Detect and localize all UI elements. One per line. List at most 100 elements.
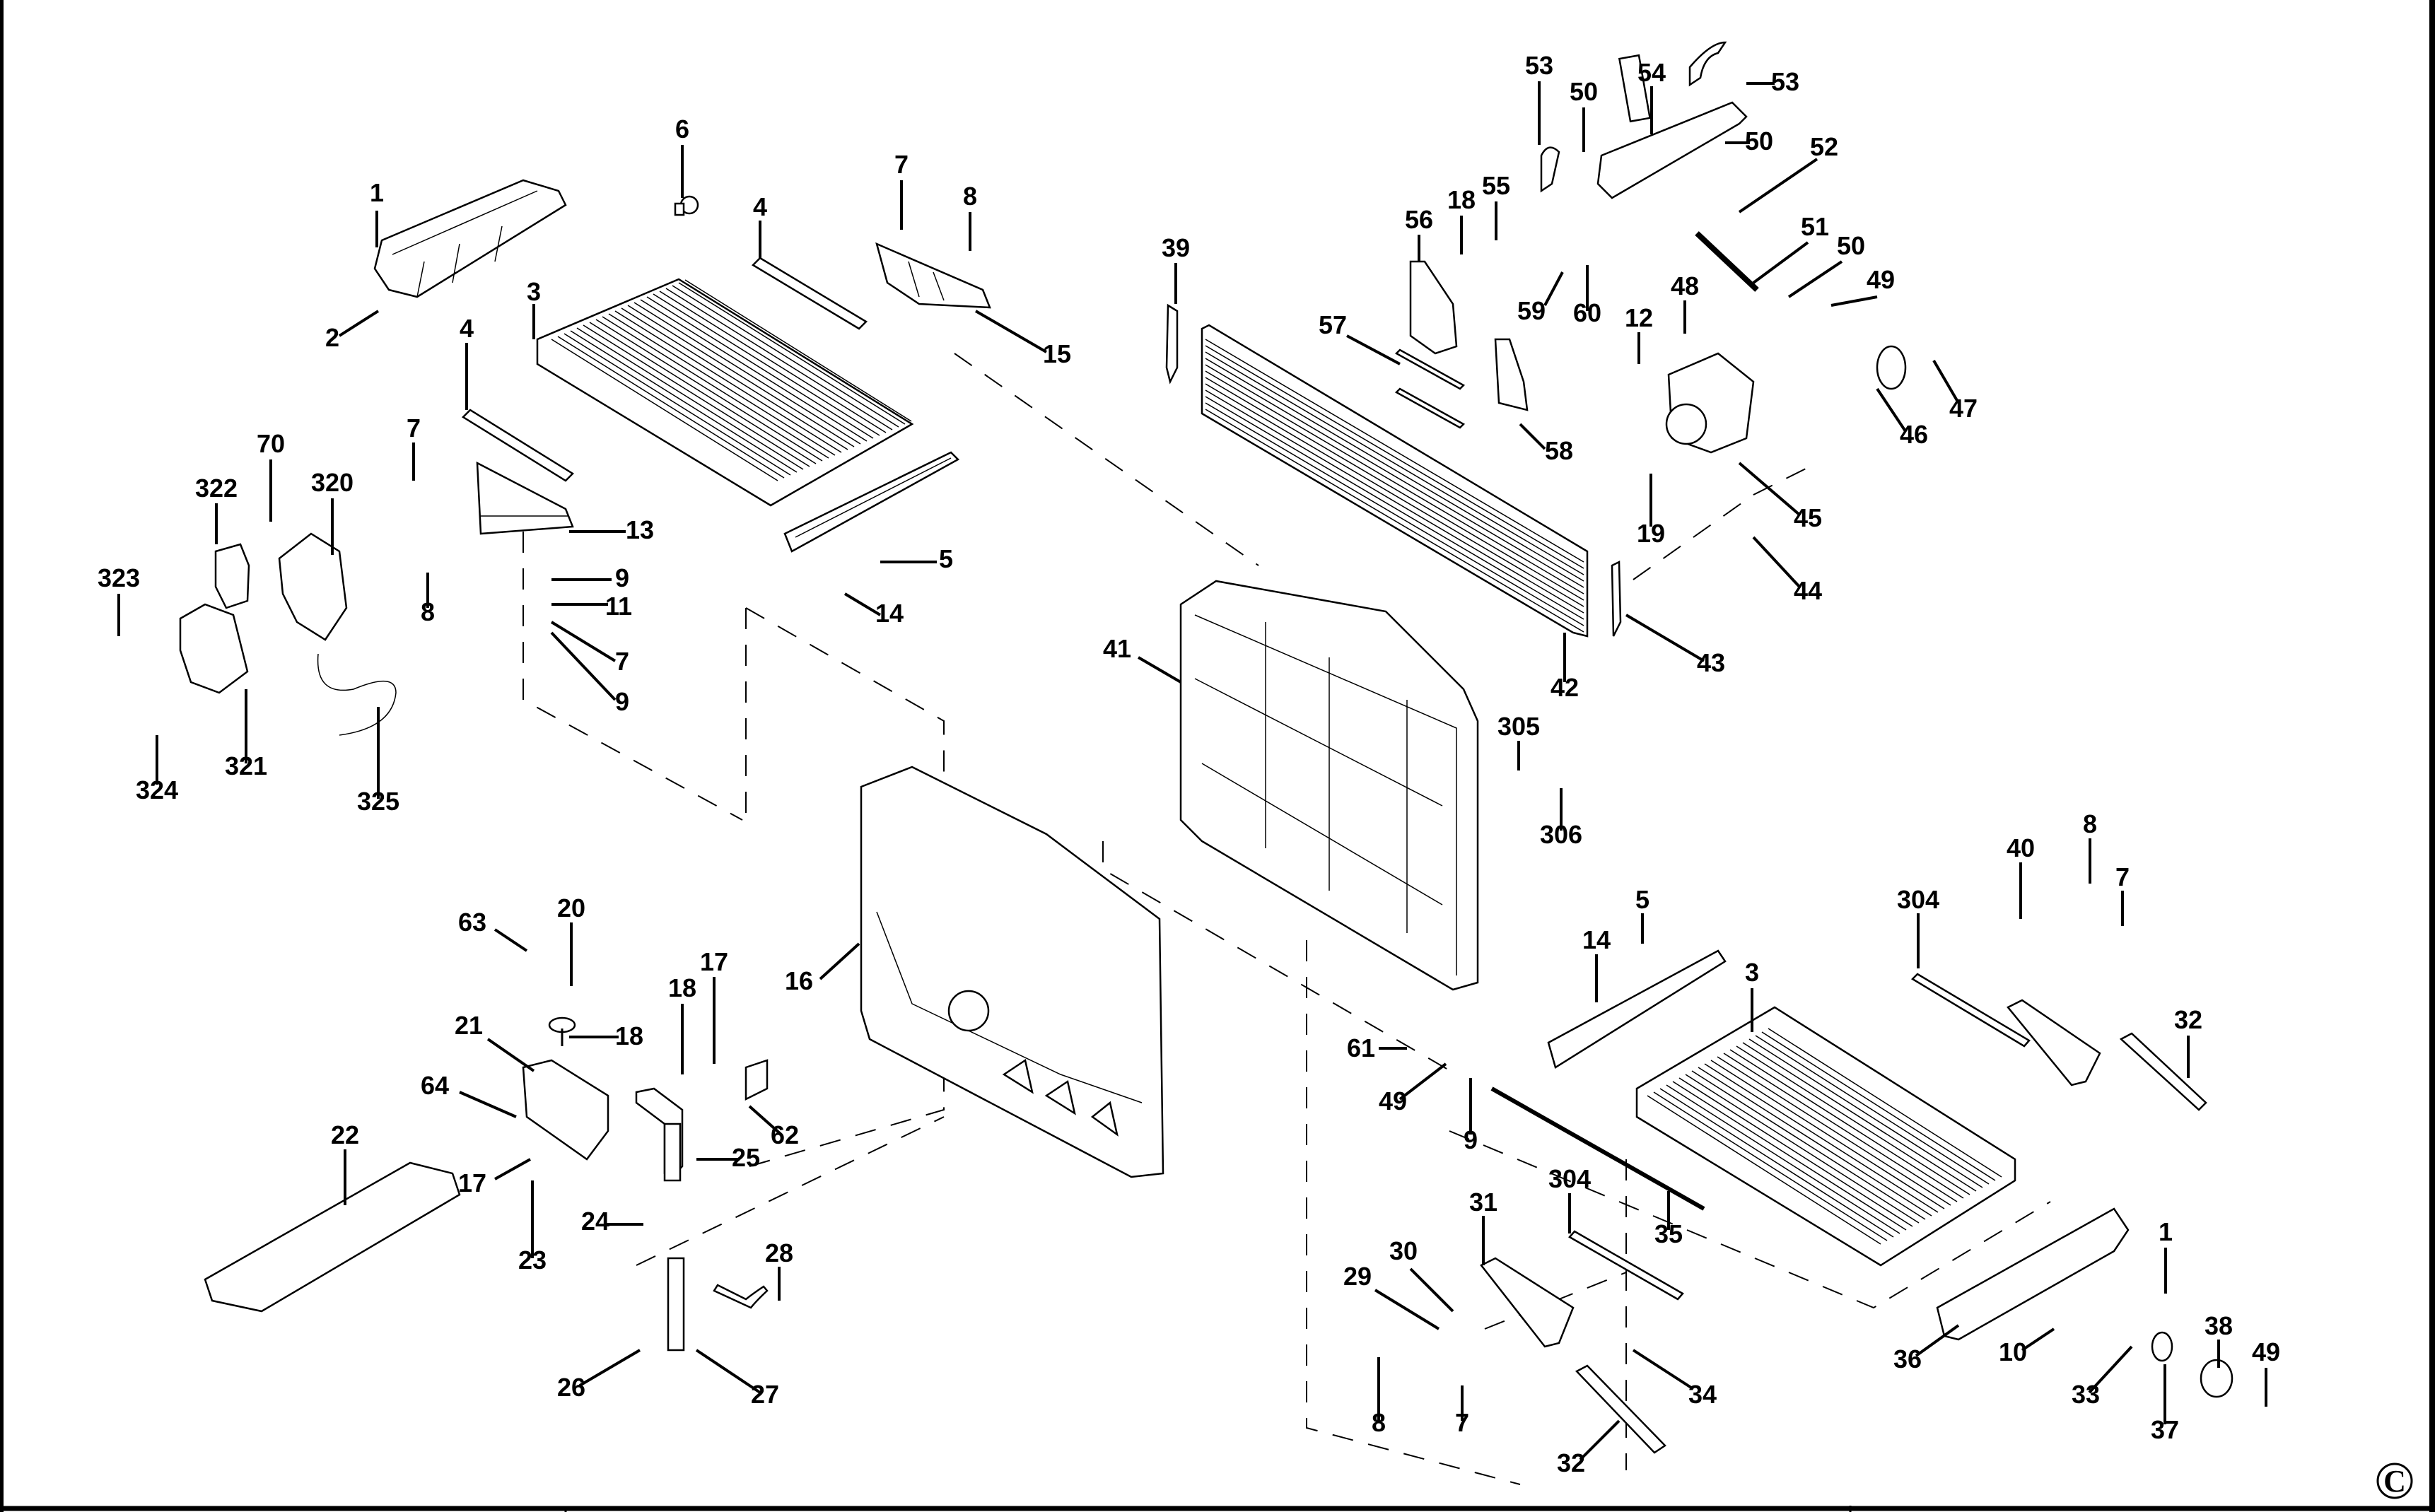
rib-line: [672, 285, 899, 428]
callout-8: 8: [1372, 1357, 1386, 1437]
part-number-label: 306: [1540, 820, 1582, 849]
callout-60: 60: [1573, 265, 1601, 327]
callout-12: 12: [1625, 303, 1653, 364]
callout-58: 58: [1519, 423, 1573, 465]
callout-31: 31: [1469, 1188, 1497, 1265]
rib-line: [1666, 1084, 1900, 1234]
callout-53: 53: [1746, 67, 1799, 96]
part-end-cap-2: [373, 179, 567, 298]
rib-line: [1704, 1063, 1939, 1213]
part-number-label: 15: [1043, 339, 1071, 368]
callout-7: 7: [550, 621, 629, 676]
part-number-label: 7: [615, 647, 629, 676]
part-number-label: 24: [581, 1207, 609, 1236]
part-number-label: 22: [331, 1120, 359, 1149]
rib-line: [1205, 409, 1584, 633]
part-fence-head-45: [1665, 352, 1755, 454]
leader-line: [1632, 1349, 1695, 1390]
callout-322: 322: [195, 474, 238, 544]
part-switch-plate-322: [214, 543, 250, 609]
rib-line: [1205, 396, 1584, 620]
part-number-label: 14: [1582, 925, 1611, 954]
callout-33: 33: [2072, 1345, 2133, 1409]
leader-line: [843, 592, 882, 616]
part-number-label: 32: [1557, 1448, 1585, 1477]
callout-11: 11: [551, 592, 632, 621]
rib-line: [653, 293, 880, 436]
part-number-label: 8: [2083, 809, 2097, 838]
part-number-label: 6: [675, 115, 689, 143]
callout-46: 46: [1876, 387, 1928, 449]
part-number-label: 36: [1893, 1344, 1922, 1373]
part-number-label: 7: [407, 414, 421, 443]
part-number-label: 64: [421, 1071, 449, 1100]
callout-42: 42: [1551, 633, 1579, 702]
part-number-label: 320: [311, 468, 354, 497]
part-strip-57b: [1394, 387, 1466, 429]
part-number-label: 10: [1999, 1337, 2027, 1366]
leader-line: [1752, 241, 1809, 284]
part-number-label: 7: [1455, 1408, 1469, 1437]
callout-26: 26: [557, 1349, 641, 1402]
callout-10: 10: [1999, 1328, 2055, 1366]
part-number-label: 8: [421, 597, 435, 626]
part-number-label: 27: [751, 1380, 779, 1409]
callout-14: 14: [1582, 925, 1611, 1002]
rib-line: [1755, 1035, 1990, 1185]
part-number-label: 5: [939, 544, 953, 573]
leader-line: [1519, 423, 1546, 450]
part-number-label: 3: [527, 277, 541, 306]
rib-line: [614, 310, 842, 453]
rib-line: [627, 305, 855, 447]
leader-line: [494, 928, 528, 952]
part-number-label: 56: [1405, 205, 1433, 234]
part-number-label: 37: [2151, 1415, 2179, 1444]
callout-32: 32: [2174, 1005, 2202, 1078]
callout-9: 9: [1464, 1078, 1478, 1154]
callout-59: 59: [1517, 271, 1564, 325]
callout-29: 29: [1343, 1262, 1440, 1330]
part-number-label: 18: [668, 973, 696, 1002]
callout-50: 50: [1570, 77, 1598, 152]
part-number-label: 17: [700, 947, 728, 976]
rib-line: [1653, 1091, 1888, 1241]
part-bracket-31: [1480, 1257, 1575, 1348]
leader-line: [578, 1349, 641, 1387]
rib-line: [621, 307, 848, 450]
part-number-label: 25: [732, 1143, 760, 1172]
part-rod-51: [1695, 231, 1759, 292]
part-number-label: 54: [1637, 58, 1666, 87]
part-number-label: 1: [370, 178, 384, 207]
copyright-mark: C: [2376, 1463, 2413, 1499]
leader-line: [1409, 1267, 1454, 1313]
rib-line: [608, 313, 836, 456]
rib-line: [640, 299, 868, 442]
part-rail-4a: [751, 257, 868, 330]
callout-57: 57: [1319, 310, 1401, 365]
part-number-label: 44: [1794, 576, 1822, 605]
callout-41: 41: [1103, 634, 1182, 684]
rib-line: [589, 322, 817, 464]
callout-14: 14: [843, 592, 904, 628]
callout-16: 16: [785, 942, 860, 995]
part-number-label: 26: [557, 1373, 585, 1402]
part-side-panel-16: [860, 766, 1164, 1178]
part-number-label: 33: [2072, 1380, 2100, 1409]
rib-line: [1736, 1045, 1970, 1195]
part-number-label: 42: [1551, 673, 1579, 702]
callout-4: 4: [753, 192, 767, 258]
copyright-symbol: C: [2383, 1464, 2406, 1499]
part-rail-304b: [1568, 1230, 1684, 1301]
callout-9: 9: [550, 631, 629, 716]
callout-32: 32: [1557, 1419, 1621, 1477]
rib-line: [564, 333, 791, 476]
callout-321: 321: [225, 689, 267, 780]
rib-line: [1205, 358, 1584, 582]
part-label-62: [744, 1059, 769, 1101]
part-number-label: 17: [458, 1168, 486, 1197]
callout-1: 1: [370, 178, 384, 247]
part-number-label: 53: [1525, 51, 1553, 80]
part-switch-321: [179, 603, 249, 694]
